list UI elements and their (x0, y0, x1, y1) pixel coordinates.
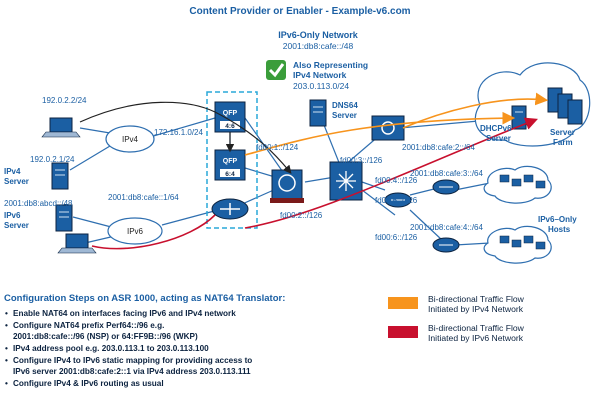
dns64-label: DNS64 (332, 101, 358, 110)
ipv4-server-label: Server (4, 177, 29, 186)
svg-text:6:4: 6:4 (225, 171, 235, 178)
router-icon (432, 237, 460, 253)
fd00-5-prefix: fd00:5::/126 (375, 196, 418, 205)
server-farm-label: Farm (553, 138, 573, 147)
firewall-icon (270, 169, 304, 203)
ipv4-server-label: IPv4 (4, 167, 21, 176)
svg-text:QFP: QFP (223, 110, 238, 117)
load-balancer-icon (371, 115, 405, 141)
also-representing-line1: Also Representing (293, 60, 368, 70)
svg-text:4:6: 4:6 (225, 123, 235, 130)
router-icon (432, 179, 460, 195)
config-steps: Configuration Steps on ASR 1000, acting … (4, 293, 319, 390)
host-pc-icon (499, 174, 546, 189)
ipv6-link-prefix: 2001:db8:cafe::1/64 (108, 193, 179, 202)
ipv4-host-address: 192.0.2.2/24 (42, 96, 87, 105)
ipv6-server-label: Server (4, 221, 29, 230)
config-step: IPv4 address pool e.g. 203.0.113.1 to 20… (5, 343, 319, 354)
ipv4-traffic-flow (244, 111, 516, 156)
fd00-6-prefix: fd00:6::/126 (375, 233, 418, 242)
ipv6-only-hosts-label: Hosts (548, 225, 571, 234)
dns64-label: Server (332, 111, 357, 120)
switch-icon (329, 161, 363, 201)
fd00-2-prefix: fd00:2::/126 (280, 211, 323, 220)
dns64-server-icon (309, 99, 327, 127)
config-heading: Configuration Steps on ASR 1000, acting … (4, 293, 286, 304)
router-icon (211, 198, 249, 220)
legend-swatch-red (388, 326, 418, 338)
ipv4-cloud-label: IPv4 (122, 135, 139, 144)
dhcpv6-label: Server (486, 134, 511, 143)
cafe-2-prefix: 2001:db8:cafe:2::/64 (402, 143, 476, 152)
ipv6-cloud-label: IPv6 (127, 227, 144, 236)
also-representing-prefix: 203.0.113.0/24 (293, 81, 349, 91)
ipv6-traffic-flow (244, 117, 538, 229)
dhcpv6-label: DHCPv6 (480, 124, 512, 133)
laptop-icon (57, 233, 97, 254)
config-step-list: Enable NAT64 on interfaces facing IPv6 a… (4, 308, 319, 389)
ipv6-traffic-flow (91, 214, 216, 250)
config-step: Configure IPv4 to IPv6 static mapping fo… (5, 355, 319, 377)
config-step: Enable NAT64 on interfaces facing IPv6 a… (5, 308, 319, 319)
router-icon (384, 192, 412, 208)
ipv6-cloud (107, 217, 163, 245)
ipv4-server-address: 192.0.2.1/24 (30, 155, 75, 164)
also-representing-line2: IPv4 Network (293, 70, 347, 80)
ipv6-only-network-title: IPv6-Only Network (278, 30, 359, 40)
config-step: Configure IPv4 & IPv6 routing as usual (5, 378, 319, 389)
server-icon (55, 204, 73, 232)
nat64-boundary (206, 91, 258, 229)
server-farm-cloud (474, 62, 591, 147)
ipv4-link-prefix: 172.16.1.0/24 (154, 128, 203, 137)
ipv6-only-network-prefix: 2001:db8:cafe::/48 (283, 41, 354, 51)
config-step: Configure NAT64 prefix Perf64::/96 e.g. … (5, 320, 319, 342)
legend-text: Bi-directional Traffic Flow Initiated by… (428, 294, 524, 314)
legend-text: Bi-directional Traffic Flow Initiated by… (428, 323, 524, 343)
host-pc-icon (499, 235, 546, 250)
checkmark-icon (266, 60, 286, 80)
ipv6-server-address: 2001:db8:abcd::/48 (4, 199, 73, 208)
fd00-4-prefix: fd00:4::/126 (375, 176, 418, 185)
cafe-4-prefix: 2001:db8:cafe:4::/64 (410, 223, 484, 232)
ipv4-traffic-flow (79, 101, 292, 174)
ipv6-only-hosts-label: IPv6–Only (538, 215, 577, 224)
cafe-3-prefix: 2001:db8:cafe:3::/64 (410, 169, 484, 178)
ipv4-cloud (105, 125, 155, 153)
diagram-title: Content Provider or Enabler - Example-v6… (189, 6, 410, 17)
fd00-1-prefix: fd00:1::/124 (256, 143, 299, 152)
laptop-icon (41, 117, 81, 138)
server-farm-label: Server (550, 128, 575, 137)
qfp-router-icon: QFP 6:4 (214, 149, 246, 181)
ipv4-traffic-flow (402, 92, 549, 129)
legend-swatch-orange (388, 297, 418, 309)
ipv6-server-label: IPv6 (4, 211, 21, 220)
server-farm-icon (547, 87, 583, 125)
server-icon (51, 162, 69, 190)
svg-text:QFP: QFP (223, 158, 238, 165)
fd00-3-prefix: fd00:3::/126 (340, 156, 383, 165)
